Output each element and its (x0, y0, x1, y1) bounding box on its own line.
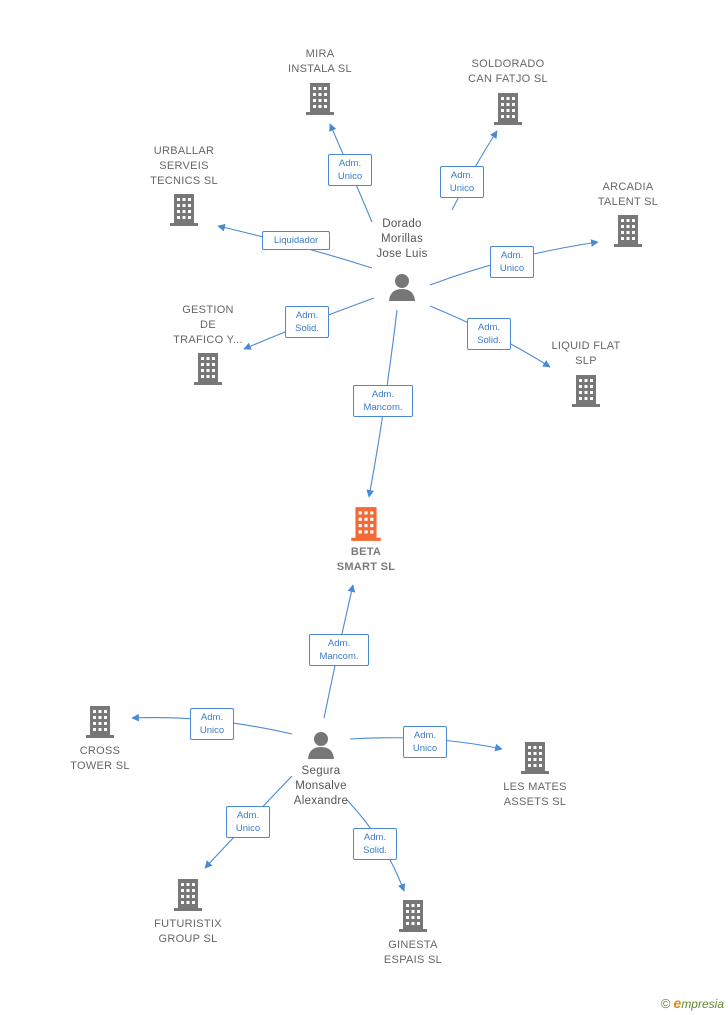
company-futuristix-group[interactable]: FUTURISTIX GROUP SL (138, 877, 238, 947)
building-icon (194, 353, 222, 385)
company-label: GINESTA ESPAIS SL (383, 939, 443, 966)
company-ginesta-espais[interactable]: GINESTA ESPAIS SL (363, 898, 463, 968)
building-icon (86, 706, 114, 738)
relation-label-futuristix[interactable]: Adm. Unico (226, 806, 270, 838)
company-label: ARCADIA TALENT SL (597, 181, 659, 208)
relation-label-beta-segura[interactable]: Adm. Mancom. (309, 634, 369, 666)
person-icon (389, 274, 415, 301)
relation-label-soldorado[interactable]: Adm. Unico (440, 166, 484, 198)
copyright-symbol: © (660, 995, 671, 1011)
person-label: Segura Monsalve Alexandre (293, 765, 349, 807)
building-icon (521, 742, 549, 774)
relation-label-liquid[interactable]: Adm. Solid. (467, 318, 511, 350)
company-label: LIQUID FLAT SLP (551, 340, 621, 367)
company-soldorado-can-fatjo[interactable]: SOLDORADO CAN FATJO SL (455, 57, 561, 127)
building-icon (174, 879, 202, 911)
building-icon (614, 215, 642, 247)
relation-label-gestion[interactable]: Adm. Solid. (285, 306, 329, 338)
relation-label-arcadia[interactable]: Adm. Unico (490, 246, 534, 278)
brand-watermark: © empresia (661, 995, 724, 1011)
company-arcadia-talent[interactable]: ARCADIA TALENT SL (578, 180, 678, 249)
company-label: SOLDORADO CAN FATJO SL (468, 58, 548, 85)
person-dorado-morillas[interactable]: Dorado Morillas Jose Luis (352, 217, 452, 302)
building-icon (399, 900, 427, 932)
relation-label-beta-dorado[interactable]: Adm. Mancom. (353, 385, 413, 417)
brand-logo: empresia (673, 995, 724, 1011)
person-icon (308, 732, 334, 759)
company-gestion-de-trafico[interactable]: GESTION DE TRAFICO Y... (158, 303, 258, 387)
company-liquid-flat[interactable]: LIQUID FLAT SLP (536, 339, 636, 409)
relation-label-cross[interactable]: Adm. Unico (190, 708, 234, 740)
company-label: URBALLAR SERVEIS TECNICS SL (150, 145, 218, 187)
relation-label-lesmates[interactable]: Adm. Unico (403, 726, 447, 758)
person-segura-monsalve[interactable]: Segura Monsalve Alexandre (271, 730, 371, 809)
building-icon (170, 194, 198, 226)
person-label: Dorado Morillas Jose Luis (376, 218, 428, 260)
company-beta-smart[interactable]: BETA SMART SL (316, 505, 416, 575)
company-mira-instala[interactable]: MIRA INSTALA SL (268, 47, 372, 117)
company-urballar-serveis-tecnics[interactable]: URBALLAR SERVEIS TECNICS SL (133, 144, 235, 228)
company-cross-tower[interactable]: CROSS TOWER SL (50, 704, 150, 774)
company-label: MIRA INSTALA SL (288, 48, 352, 75)
building-icon (351, 507, 381, 541)
building-icon (306, 83, 334, 115)
relation-label-mira[interactable]: Adm. Unico (328, 154, 372, 186)
building-icon (494, 93, 522, 125)
company-label: GESTION DE TRAFICO Y... (173, 304, 243, 346)
company-label: CROSS TOWER SL (70, 745, 130, 772)
relation-label-urballar[interactable]: Liquidador (262, 231, 330, 250)
company-label: FUTURISTIX GROUP SL (154, 918, 222, 945)
building-icon (572, 375, 600, 407)
company-label: LES MATES ASSETS SL (503, 781, 567, 808)
company-les-mates-assets[interactable]: LES MATES ASSETS SL (485, 740, 585, 810)
relation-label-ginesta[interactable]: Adm. Solid. (353, 828, 397, 860)
company-label: BETA SMART SL (336, 546, 396, 573)
